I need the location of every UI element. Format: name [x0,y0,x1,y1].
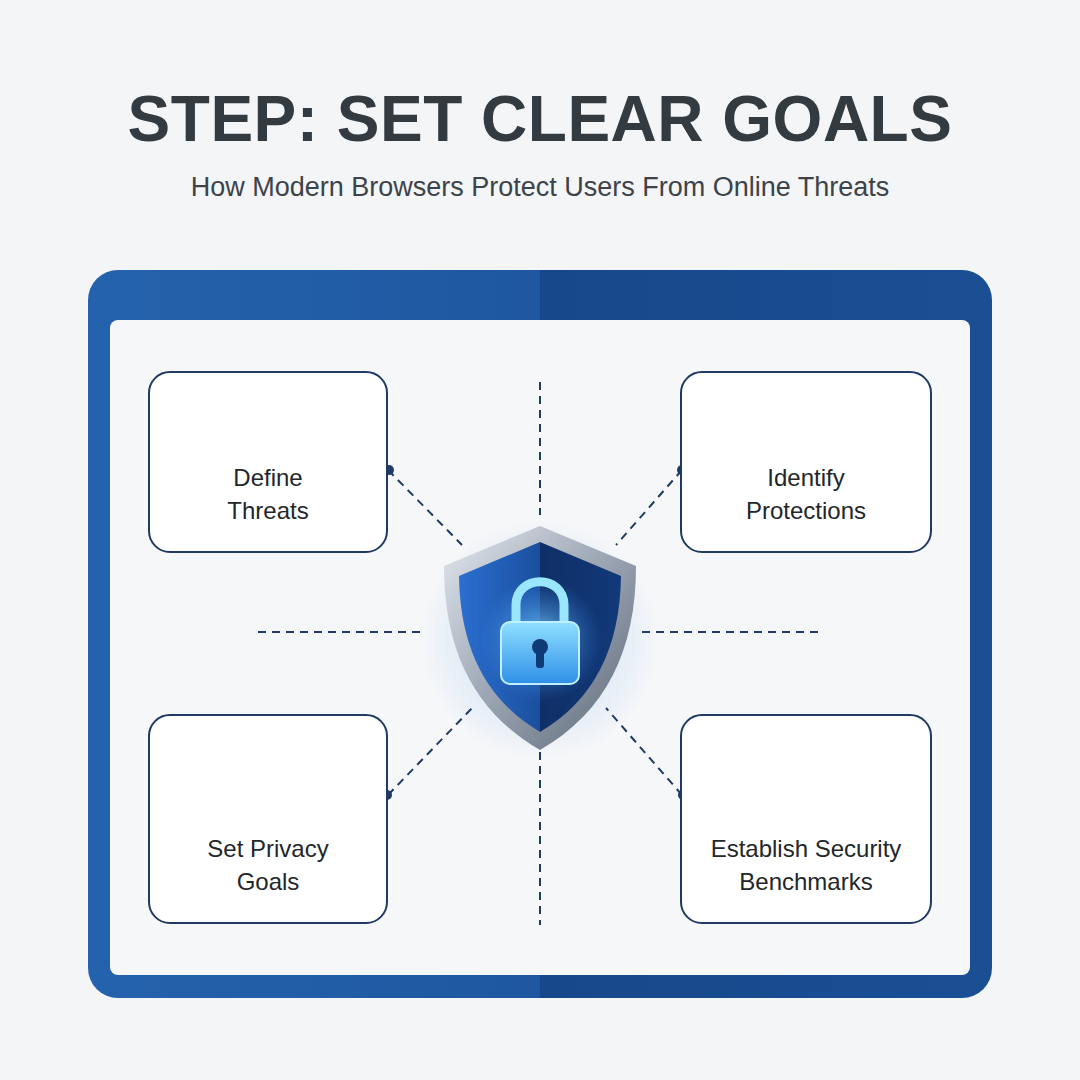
central-shield-part [420,520,660,760]
goal-label: Set Privacy Goals [193,832,343,898]
goal-box: Define Threats [148,371,388,553]
leader-lines-part [616,470,682,545]
outer-frame [88,270,992,998]
goal-label: Identify Protections [731,461,881,527]
outer-frame-part [110,320,970,975]
central-shield-part [516,582,564,624]
outer-frame-part [88,270,992,998]
goal-box: Identify Protections [680,371,932,553]
central-shield-part [501,622,579,684]
goal-label: Establish Security Benchmarks [691,832,921,898]
goal-box: Establish Security Benchmarks [680,714,932,924]
central-shield [420,520,660,760]
leader-lines-part [539,752,541,925]
goal-box: Set Privacy Goals [148,714,388,924]
leader-lines-part [388,470,462,545]
central-shield-part [459,542,621,732]
connector-dots [382,465,688,800]
central-shield-part [536,650,544,668]
central-shield-part [444,526,636,750]
central-shield-part [478,578,602,702]
leader-lines-part [642,631,822,633]
goal-label: Define Threats [193,461,343,527]
leader-lines-part [258,631,420,633]
leader-lines-part [539,382,541,515]
diagram-subtitle: How Modern Browsers Protect Users From O… [0,171,1080,203]
diagram-title: STEP: SET CLEAR GOALS [0,87,1080,151]
